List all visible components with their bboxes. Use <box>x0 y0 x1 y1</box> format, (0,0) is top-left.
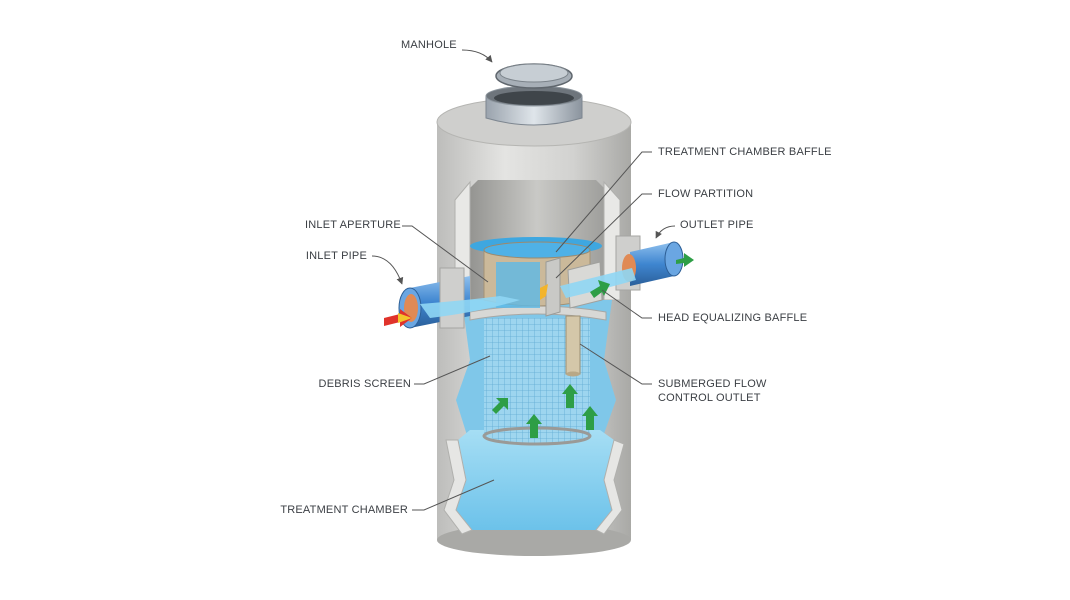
baffle-top <box>483 241 591 259</box>
leader-inlet-aperture <box>402 225 489 283</box>
leader-debris-screen <box>414 355 491 385</box>
manhole-cover-top <box>499 63 569 83</box>
submerged-flow-control-outlet <box>565 315 581 377</box>
label-head-equalizing-baffle: HEAD EQUALIZING BAFFLE <box>658 312 808 324</box>
manhole <box>485 63 583 126</box>
label-treatment-chamber-baffle: TREATMENT CHAMBER BAFFLE <box>658 146 832 158</box>
screen-arrow-2-icon <box>526 414 542 438</box>
manhole-opening-inner <box>494 91 574 105</box>
debris-screen-mesh <box>484 318 590 444</box>
screen-arrow-3-icon <box>562 384 578 408</box>
leader-submerged-flow-control-outlet <box>579 343 652 385</box>
outlet-flow-stream <box>560 268 636 298</box>
equalizer-arrow-icon <box>590 280 610 298</box>
inflow-arrow-tip-icon <box>398 313 412 323</box>
leader-flow-partition <box>555 193 652 279</box>
leader-inlet-pipe <box>371 255 404 285</box>
lower-cut-edge-right <box>595 439 625 535</box>
leader-outlet-pipe <box>655 225 676 239</box>
outflow-arrow-icon <box>676 253 694 267</box>
label-submerged-flow-line1: SUBMERGED FLOW <box>658 378 767 390</box>
leader-treatment-chamber-baffle <box>555 151 652 253</box>
partition-arrow-icon <box>540 284 548 300</box>
label-submerged-flow-control-outlet: SUBMERGED FLOW CONTROL OUTLET <box>658 377 767 405</box>
label-submerged-flow-line2: CONTROL OUTLET <box>658 392 761 404</box>
leader-head-equalizing-baffle <box>601 289 652 319</box>
flow-partition <box>545 257 561 317</box>
label-manhole: MANHOLE <box>401 39 457 51</box>
screen-arrow-1-icon <box>492 398 508 414</box>
outlet-tube <box>565 315 581 375</box>
leader-manhole <box>461 49 493 63</box>
leader-lines <box>371 49 676 511</box>
cylinder-bottom <box>437 524 631 556</box>
outlet-pipe <box>560 235 684 298</box>
outlet-pipe-body <box>630 242 674 286</box>
inlet-flow-stream <box>420 296 520 318</box>
inlet-pipe-collar <box>439 267 465 329</box>
lower-cutaway <box>456 430 614 530</box>
screen-arrow-4-icon <box>582 406 598 430</box>
label-flow-partition: FLOW PARTITION <box>658 188 754 200</box>
outlet-tube-end <box>566 371 580 377</box>
flow-partition-plate <box>545 257 561 317</box>
label-debris-screen: DEBRIS SCREEN <box>318 378 411 390</box>
lower-cut-edge-left <box>443 439 473 535</box>
label-inlet-pipe: INLET PIPE <box>305 250 367 262</box>
label-treatment-chamber: TREATMENT CHAMBER <box>280 504 408 516</box>
flow-arrows <box>384 253 694 438</box>
label-outlet-pipe: OUTLET PIPE <box>680 219 754 231</box>
leader-treatment-chamber <box>412 479 495 511</box>
label-inlet-aperture: INLET APERTURE <box>305 219 401 231</box>
